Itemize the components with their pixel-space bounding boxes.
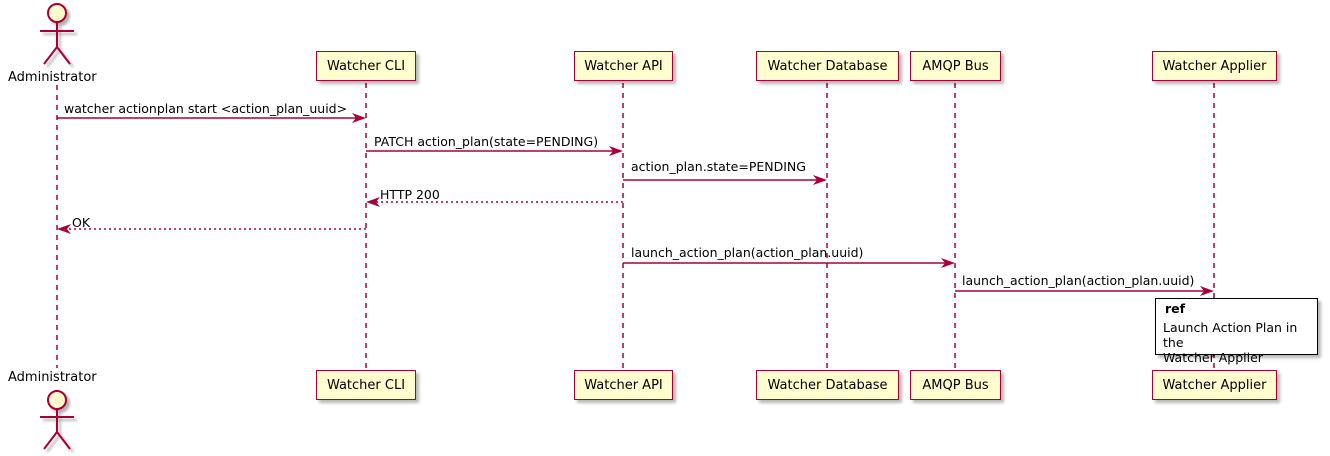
arrow-msg-6: [623, 258, 955, 268]
arrow-msg-4: [366, 197, 623, 207]
participant-box-watcher-api-top[interactable]: Watcher API: [574, 51, 673, 81]
message-label-msg-1: watcher actionplan start <action_plan_uu…: [64, 101, 348, 116]
ref-fragment-box[interactable]: ref Launch Action Plan in the Watcher Ap…: [1155, 298, 1318, 364]
message-label-msg-3: action_plan.state=PENDING: [631, 159, 806, 174]
participant-box-watcher-api-bottom[interactable]: Watcher API: [574, 370, 673, 400]
lifelines: [56, 83, 1215, 370]
arrow-msg-7: [955, 286, 1214, 296]
arrow-msg-3: [623, 175, 827, 185]
ref-fragment-text: Launch Action Plan in the Watcher Applie…: [1163, 320, 1315, 365]
participant-label: AMQP Bus: [922, 377, 989, 393]
arrow-msg-5: [57, 224, 366, 234]
participant-label: Watcher API: [584, 58, 663, 74]
arrow-msg-2: [366, 146, 623, 156]
participant-box-amqp-bus-top[interactable]: AMQP Bus: [910, 51, 1001, 81]
participant-label: Watcher Applier: [1162, 58, 1267, 74]
actor-label-administrator-top: Administrator: [8, 70, 97, 85]
participant-box-watcher-applier-bottom[interactable]: Watcher Applier: [1152, 370, 1277, 400]
participant-box-watcher-database-bottom[interactable]: Watcher Database: [756, 370, 899, 400]
message-label-msg-5: OK: [72, 215, 91, 230]
participant-label: Watcher Applier: [1162, 377, 1267, 393]
actor-label-administrator-bottom: Administrator: [8, 370, 97, 385]
participant-label: AMQP Bus: [922, 58, 989, 74]
participant-label: Watcher Database: [767, 58, 888, 74]
participant-label: Watcher CLI: [326, 377, 406, 393]
ref-fragment-text-line-1: Launch Action Plan in the: [1163, 320, 1298, 350]
participant-label: Watcher CLI: [326, 58, 406, 74]
participant-label: Watcher Database: [767, 377, 888, 393]
participant-box-amqp-bus-bottom[interactable]: AMQP Bus: [910, 370, 1001, 400]
participant-box-watcher-cli-top[interactable]: Watcher CLI: [316, 51, 416, 81]
participant-box-watcher-database-top[interactable]: Watcher Database: [756, 51, 899, 81]
ref-fragment-text-line-2: Watcher Applier: [1163, 349, 1263, 365]
arrow-msg-1: [57, 113, 366, 123]
ref-fragment-tab-label: ref: [1165, 301, 1186, 316]
message-label-msg-2: PATCH action_plan(state=PENDING): [374, 134, 599, 149]
message-label-msg-6: launch_action_plan(action_plan.uuid): [631, 245, 864, 260]
actor-glyph-administrator-top: [40, 3, 74, 65]
message-label-msg-7: launch_action_plan(action_plan.uuid): [962, 273, 1195, 288]
participant-box-watcher-cli-bottom[interactable]: Watcher CLI: [316, 370, 416, 400]
message-label-msg-4: HTTP 200: [380, 187, 440, 202]
participant-box-watcher-applier-top[interactable]: Watcher Applier: [1152, 51, 1277, 81]
participant-label: Watcher API: [584, 377, 663, 393]
actor-glyph-administrator-bottom: [40, 390, 74, 450]
